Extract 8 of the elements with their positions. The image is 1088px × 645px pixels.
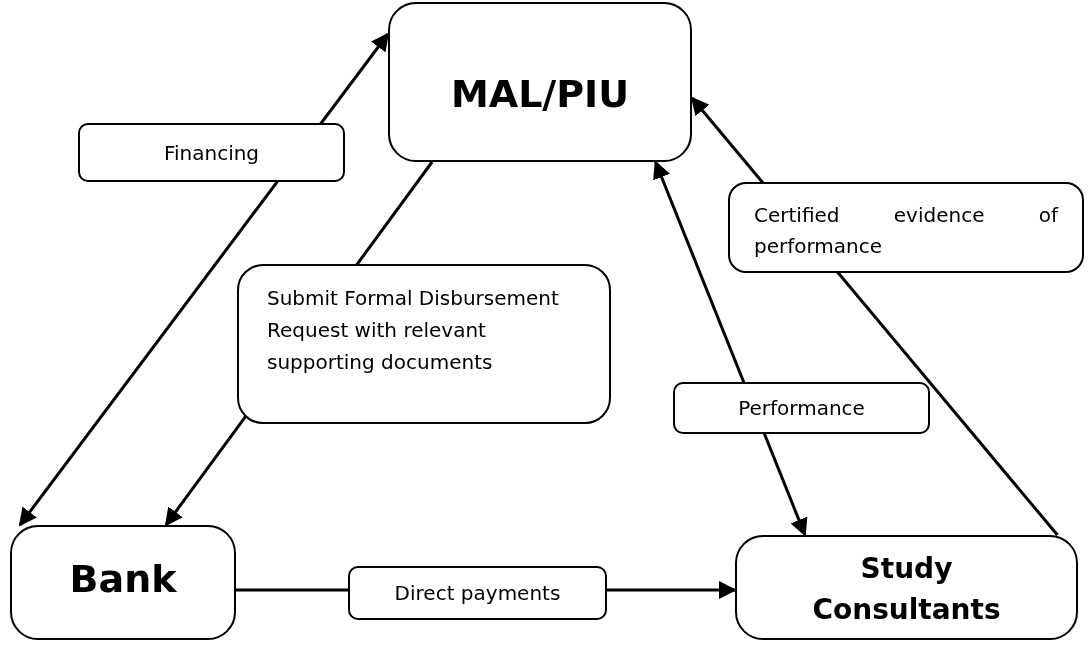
edge-label: Direct payments: [348, 566, 607, 620]
entity-box: MAL/PIU: [388, 2, 692, 162]
entity-box: Study Consultants: [735, 535, 1078, 640]
edge-label: Financing: [78, 123, 345, 182]
entity-box: Bank: [10, 525, 236, 640]
edge-label: Submit Formal Disbursement Request with relevant supporting documents: [237, 264, 611, 424]
edge-label: Certified evidence of performance: [728, 182, 1084, 273]
edge-label: Performance: [673, 382, 930, 434]
